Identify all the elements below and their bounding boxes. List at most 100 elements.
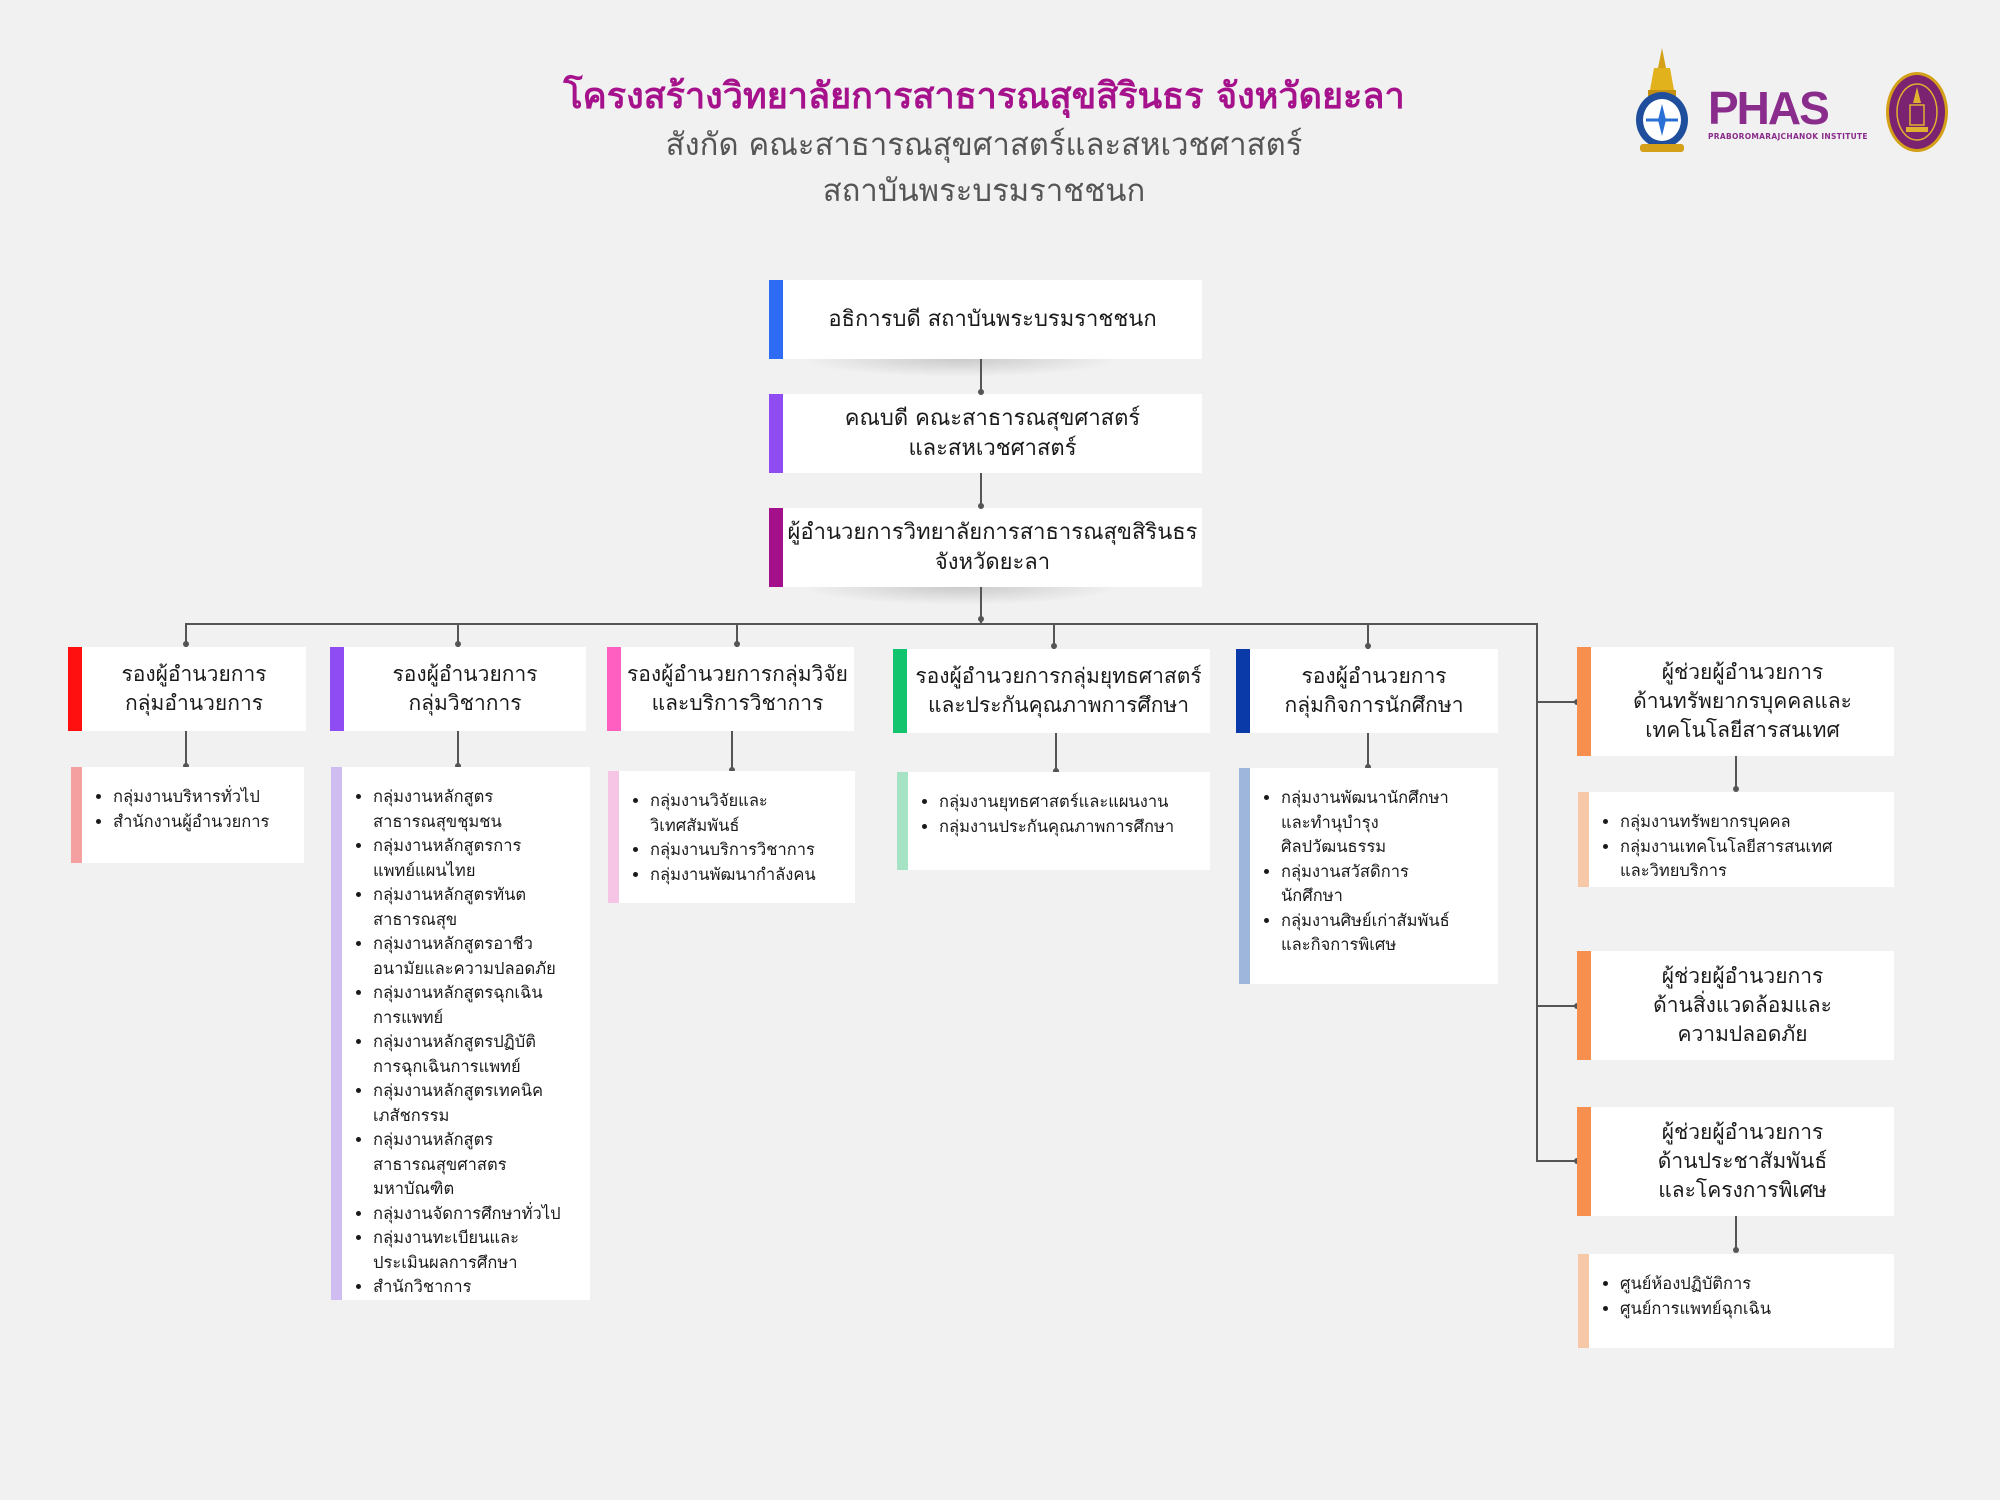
connector-drop xyxy=(457,623,459,647)
task-list-item: กลุ่มงานเทคโนโลยีสารสนเทศ และวิทยบริการ xyxy=(1620,835,1882,884)
connector-dot xyxy=(1053,768,1059,774)
task-list-items: กลุ่มงานทรัพยากรบุคคลกลุ่มงานเทคโนโลยีสา… xyxy=(1578,792,1894,896)
institute-seal-logo xyxy=(1636,48,1688,152)
task-list-color-bar xyxy=(71,767,82,863)
department-box-administration: รองผู้อำนวยการ กลุ่มอำนวยการ xyxy=(68,647,306,731)
task-list-items: กลุ่มงานบริหารทั่วไปสำนักงานผู้อำนวยการ xyxy=(71,767,304,846)
task-list-item: ศูนย์การแพทย์ฉุกเฉิน xyxy=(1620,1297,1882,1322)
department-title: รองผู้อำนวยการ กลุ่มกิจการนักศึกษา xyxy=(1284,664,1464,717)
connector-director-bus xyxy=(980,587,982,624)
president-label: อธิการบดี สถาบันพระบรมราชชนก xyxy=(828,306,1157,332)
task-list-item: กลุ่มงานหลักสูตรเทคนิค เภสัชกรรม xyxy=(373,1079,578,1128)
task-list-item: กลุ่มงานประกันคุณภาพการศึกษา xyxy=(939,815,1198,840)
task-list-item: กลุ่มงานบริหารทั่วไป xyxy=(113,785,292,810)
task-list-item: กลุ่มงานหลักสูตรฉุกเฉิน การแพทย์ xyxy=(373,981,578,1030)
department-box-student-affairs: รองผู้อำนวยการ กลุ่มกิจการนักศึกษา xyxy=(1236,649,1498,733)
logo-group: PHAS PRABOROMARAJCHANOK INSTITUTE xyxy=(1628,48,1948,158)
connector-drop xyxy=(736,623,738,647)
connector-dot xyxy=(1051,643,1057,649)
college-emblem-logo xyxy=(1886,72,1948,152)
department-box-strategy: รองผู้อำนวยการกลุ่มยุทธศาสตร์ และประกันค… xyxy=(893,649,1210,733)
task-list-item: กลุ่มงานหลักสูตรปฏิบัติ การฉุกเฉินการแพท… xyxy=(373,1030,578,1079)
connector-to-list xyxy=(1367,733,1369,767)
connector-dot xyxy=(1365,643,1371,649)
task-list-academic: กลุ่มงานหลักสูตร สาธารณสุขชุมชนกลุ่มงานห… xyxy=(331,767,590,1300)
task-list-administration: กลุ่มงานบริหารทั่วไปสำนักงานผู้อำนวยการ xyxy=(71,767,304,863)
department-box-research: รองผู้อำนวยการกลุ่มวิจัย และบริการวิชากา… xyxy=(607,647,854,731)
connector-dot xyxy=(978,389,984,395)
task-list-item: กลุ่มงานยุทธศาสตร์และแผนงาน xyxy=(939,790,1198,815)
connector-to-list xyxy=(185,731,187,766)
dean-color-bar xyxy=(769,394,783,473)
page-subtitle-institute: สถาบันพระบรมราชชนก xyxy=(822,173,1146,209)
task-list-pr-special-projects: ศูนย์ห้องปฏิบัติการศูนย์การแพทย์ฉุกเฉิน xyxy=(1578,1254,1894,1348)
department-box-academic: รองผู้อำนวยการ กลุ่มวิชาการ xyxy=(330,647,586,731)
task-list-items: กลุ่มงานหลักสูตร สาธารณสุขชุมชนกลุ่มงานห… xyxy=(331,767,590,1312)
department-color-bar xyxy=(1236,649,1250,733)
task-list-item: กลุ่มงานจัดการศึกษาทั่วไป xyxy=(373,1202,578,1227)
task-list-color-bar xyxy=(1239,768,1250,984)
task-list-item: กลุ่มงานทรัพยากรบุคคล xyxy=(1620,810,1882,835)
task-list-item: กลุ่มงานพัฒนานักศึกษา และทำนุบำรุง ศิลปว… xyxy=(1281,786,1486,860)
task-list-student-affairs: กลุ่มงานพัฒนานักศึกษา และทำนุบำรุง ศิลปว… xyxy=(1239,768,1498,984)
task-list-item: กลุ่มงานทะเบียนและ ประเมินผลการศึกษา xyxy=(373,1226,578,1275)
department-title: รองผู้อำนวยการ กลุ่มอำนวยการ xyxy=(121,662,267,715)
task-list-items: ศูนย์ห้องปฏิบัติการศูนย์การแพทย์ฉุกเฉิน xyxy=(1578,1254,1894,1333)
department-color-bar xyxy=(893,649,907,733)
president-color-bar xyxy=(769,280,783,359)
connector-dot xyxy=(978,616,984,622)
task-list-color-bar xyxy=(1578,1254,1589,1348)
task-list-item: สำนักวิชาการ xyxy=(373,1275,578,1300)
director-box: ผู้อำนวยการวิทยาลัยการสาธารณสุขสิรินธร จ… xyxy=(769,508,1202,587)
connector-to-list xyxy=(731,731,733,770)
connector-dot xyxy=(729,767,735,773)
task-list-item: กลุ่มงานหลักสูตรการ แพทย์แผนไทย xyxy=(373,834,578,883)
connector-dot xyxy=(455,641,461,647)
phas-logo-word: PHAS xyxy=(1708,82,1830,134)
department-color-bar xyxy=(68,647,82,731)
phas-logo: PHAS PRABOROMARAJCHANOK INSTITUTE xyxy=(1708,84,1868,141)
connector-dot xyxy=(1365,764,1371,770)
department-title: รองผู้อำนวยการ กลุ่มวิชาการ xyxy=(392,662,538,715)
connector-president-dean xyxy=(980,359,982,394)
connector-to-list xyxy=(1055,733,1057,771)
task-list-color-bar xyxy=(331,767,342,1300)
assistant-box-pr-special-projects: ผู้ช่วยผู้อำนวยการ ด้านประชาสัมพันธ์ และ… xyxy=(1577,1107,1894,1216)
director-color-bar xyxy=(769,508,783,587)
task-list-research: กลุ่มงานวิจัยและ วิเทศสัมพันธ์กลุ่มงานบร… xyxy=(608,771,855,903)
task-list-items: กลุ่มงานพัฒนานักศึกษา และทำนุบำรุง ศิลปว… xyxy=(1239,768,1498,970)
connector-horizontal-bus xyxy=(185,623,1538,625)
connector-to-list xyxy=(1735,756,1737,791)
assistant-title: ผู้ช่วยผู้อำนวยการ ด้านสิ่งแวดล้อมและ คว… xyxy=(1653,964,1832,1046)
department-color-bar xyxy=(607,647,621,731)
director-label: ผู้อำนวยการวิทยาลัยการสาธารณสุขสิรินธร จ… xyxy=(787,519,1198,575)
connector-drop xyxy=(1053,623,1055,649)
president-shadow xyxy=(800,359,1120,377)
department-title: รองผู้อำนวยการกลุ่มวิจัย และบริการวิชากา… xyxy=(627,662,848,715)
task-list-items: กลุ่มงานวิจัยและ วิเทศสัมพันธ์กลุ่มงานบร… xyxy=(608,771,855,899)
connector-dot xyxy=(1733,1247,1739,1253)
task-list-item: กลุ่มงานสวัสดิการ นักศึกษา xyxy=(1281,860,1486,909)
connector-drop xyxy=(185,623,187,647)
task-list-strategy: กลุ่มงานยุทธศาสตร์และแผนงานกลุ่มงานประกั… xyxy=(897,772,1210,870)
connector-dot xyxy=(183,763,189,769)
director-shadow xyxy=(800,587,1120,605)
task-list-item: กลุ่มงานหลักสูตรอาชีว อนามัยและความปลอดภ… xyxy=(373,932,578,981)
task-list-item: กลุ่มงานศิษย์เก่าสัมพันธ์ และกิจการพิเศษ xyxy=(1281,909,1486,958)
assistant-box-hr-it: ผู้ช่วยผู้อำนวยการ ด้านทรัพยากรบุคคลและ … xyxy=(1577,647,1894,756)
connector-dot xyxy=(455,763,461,769)
connector-assistant xyxy=(1536,1005,1578,1007)
assistant-title: ผู้ช่วยผู้อำนวยการ ด้านทรัพยากรบุคคลและ … xyxy=(1633,660,1852,742)
connector-to-list xyxy=(457,731,459,766)
connector-to-list xyxy=(1735,1216,1737,1252)
assistant-color-bar xyxy=(1577,647,1591,756)
task-list-item: กลุ่มงานหลักสูตร สาธารณสุขชุมชน xyxy=(373,785,578,834)
department-title: รองผู้อำนวยการกลุ่มยุทธศาสตร์ และประกันค… xyxy=(915,664,1202,717)
task-list-item: กลุ่มงานบริการวิชาการ xyxy=(650,838,843,863)
assistant-color-bar xyxy=(1577,1107,1591,1216)
task-list-color-bar xyxy=(608,771,619,903)
assistant-color-bar xyxy=(1577,951,1591,1060)
task-list-color-bar xyxy=(1578,792,1589,887)
department-color-bar xyxy=(330,647,344,731)
connector-dean-director xyxy=(980,473,982,508)
